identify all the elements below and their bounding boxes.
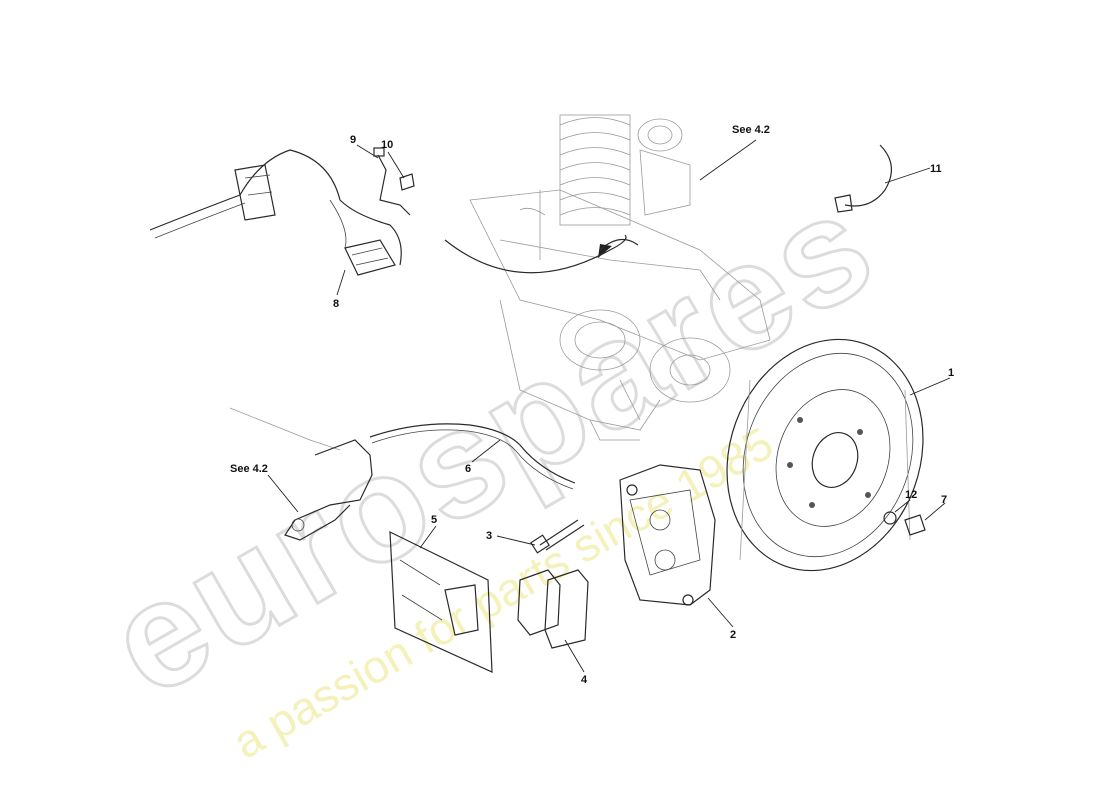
- leader-lines: [267, 139, 951, 673]
- caliper-bolt: [530, 519, 585, 554]
- pad-fitting-kit: [389, 531, 493, 673]
- wiring-harness: [149, 149, 402, 276]
- callout-8: 8: [333, 298, 339, 310]
- brake-hose: [369, 423, 576, 490]
- callout-6: 6: [465, 463, 471, 475]
- callout-3: 3: [486, 530, 492, 542]
- sensor-connector: [373, 147, 415, 216]
- brake-disc: [726, 338, 924, 572]
- wheel-nuts: [883, 511, 926, 536]
- callout-7: 7: [941, 494, 947, 506]
- hose-bracket: [229, 407, 373, 541]
- callout-9: 9: [350, 134, 356, 146]
- brake-pads: [517, 569, 589, 649]
- callout-4: 4: [581, 674, 588, 686]
- callout-11: 11: [930, 163, 942, 175]
- see-reference-left: See 4.2: [230, 463, 268, 475]
- brake-caliper: [619, 464, 716, 606]
- watermark: eurospares a passion for parts since 198…: [81, 156, 903, 768]
- see-reference-top: See 4.2: [732, 124, 770, 136]
- callout-1: 1: [948, 367, 954, 379]
- abs-sensor: [834, 144, 892, 213]
- suspension-assembly: [444, 114, 771, 441]
- callout-10: 10: [381, 139, 393, 151]
- callout-2: 2: [730, 629, 736, 641]
- callout-labels: 1 2 3 4 5 6 7 8 9 10 11 12 See 4.2 See 4…: [230, 124, 954, 686]
- callout-5: 5: [431, 514, 437, 526]
- callout-12: 12: [905, 489, 917, 501]
